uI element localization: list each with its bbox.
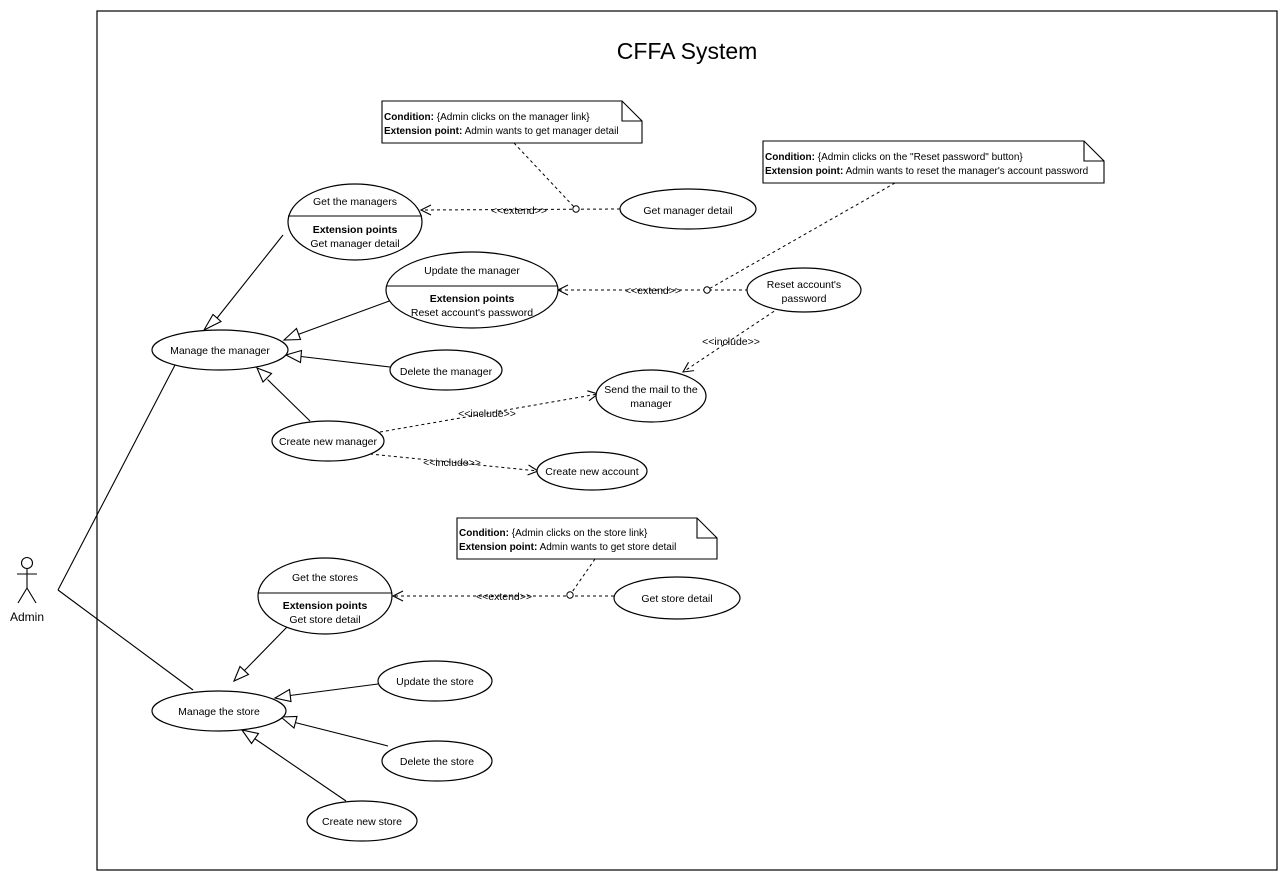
svg-text:Condition: {Admin clicks on th: Condition: {Admin clicks on the "Reset p… bbox=[765, 152, 1023, 163]
generalization-create-manager bbox=[255, 367, 311, 422]
use-case-label-line1: Reset account's bbox=[767, 279, 841, 291]
extension-points-heading: Extension points bbox=[313, 224, 398, 236]
use-case-label: Create new store bbox=[322, 816, 402, 828]
use-case-label: Get store detail bbox=[641, 593, 712, 605]
svg-text:Extension point: Admin wants t: Extension point: Admin wants to reset th… bbox=[765, 166, 1088, 177]
use-case-label: Get manager detail bbox=[643, 205, 732, 217]
extension-points-heading: Extension points bbox=[283, 600, 368, 612]
actor-label: Admin bbox=[10, 610, 44, 624]
svg-text:Extension point: Admin wants t: Extension point: Admin wants to get stor… bbox=[459, 542, 676, 553]
include-create-account bbox=[369, 453, 538, 471]
note-anchor-store-link bbox=[569, 558, 596, 596]
use-case-label: Create new account bbox=[545, 466, 638, 478]
use-case-delete-manager[interactable]: Delete the manager bbox=[389, 349, 503, 391]
note-ext-text: Admin wants to reset the manager's accou… bbox=[843, 166, 1088, 177]
use-case-label-line2: manager bbox=[630, 398, 672, 410]
note-ext-text: Admin wants to get manager detail bbox=[462, 126, 618, 137]
admin-actor[interactable]: Admin bbox=[10, 556, 44, 625]
use-case-update-manager[interactable]: Update the manager Extension points Rese… bbox=[385, 251, 559, 329]
generalization-get-stores bbox=[232, 626, 288, 683]
note-condition-label: Condition: bbox=[765, 152, 815, 163]
use-case-label: Update the manager bbox=[424, 265, 520, 277]
use-case-create-store[interactable]: Create new store bbox=[306, 800, 418, 842]
note-condition-label: Condition: bbox=[384, 112, 434, 123]
note-ext-label: Extension point: bbox=[765, 166, 843, 177]
use-case-label: Get the stores bbox=[292, 572, 358, 584]
generalization-update-manager bbox=[282, 299, 393, 341]
use-case-label-line1: Send the mail to the bbox=[604, 384, 698, 396]
use-case-label: Delete the manager bbox=[400, 366, 493, 378]
use-case-label-line2: password bbox=[782, 293, 827, 305]
use-case-label: Update the store bbox=[396, 676, 474, 688]
use-case-create-account[interactable]: Create new account bbox=[536, 451, 648, 491]
note-manager-link: Condition: {Admin clicks on the manager … bbox=[381, 100, 643, 144]
extend-anchor-manager bbox=[572, 205, 580, 213]
svg-text:Condition: {Admin clicks on th: Condition: {Admin clicks on the store li… bbox=[459, 528, 648, 539]
extend-anchor-store bbox=[566, 591, 574, 599]
use-case-manage-store[interactable]: Manage the store bbox=[151, 690, 287, 732]
note-condition-text: {Admin clicks on the manager link} bbox=[434, 112, 590, 123]
use-case-create-manager[interactable]: Create new manager bbox=[271, 420, 385, 462]
generalization-delete-store bbox=[279, 715, 389, 747]
include-label-send-mail-from-create: <<include>> bbox=[458, 408, 516, 420]
note-ext-label: Extension point: bbox=[459, 542, 537, 553]
include-label-create-account: <<include>> bbox=[423, 457, 481, 469]
note-condition-text: {Admin clicks on the store link} bbox=[509, 528, 648, 539]
generalization-get-managers bbox=[202, 234, 284, 332]
use-case-label: Manage the store bbox=[178, 706, 260, 718]
use-case-get-store-detail[interactable]: Get store detail bbox=[613, 576, 741, 620]
use-case-reset-password[interactable]: Reset account's password bbox=[746, 267, 862, 313]
note-condition-text: {Admin clicks on the "Reset password" bu… bbox=[815, 152, 1023, 163]
association-admin-manage-store bbox=[57, 589, 194, 691]
include-label-send-mail-from-reset: <<include>> bbox=[702, 336, 760, 348]
extend-anchor-reset bbox=[703, 286, 711, 294]
association-admin-manage-manager bbox=[57, 364, 176, 591]
use-case-label: Get the managers bbox=[313, 196, 397, 208]
use-case-delete-store[interactable]: Delete the store bbox=[381, 740, 493, 782]
use-case-get-managers[interactable]: Get the managers Extension points Get ma… bbox=[287, 183, 423, 261]
svg-text:Condition: {Admin clicks on th: Condition: {Admin clicks on the manager … bbox=[384, 112, 590, 123]
extension-points-heading: Extension points bbox=[430, 293, 515, 305]
note-store-link: Condition: {Admin clicks on the store li… bbox=[456, 517, 718, 560]
svg-text:Extension point: Admin wants t: Extension point: Admin wants to get mana… bbox=[384, 126, 619, 137]
extend-label-store-detail: <<extend>> bbox=[476, 591, 532, 603]
use-case-label: Delete the store bbox=[400, 756, 474, 768]
use-case-label: Manage the manager bbox=[170, 345, 270, 357]
note-anchor-reset-password bbox=[706, 182, 896, 291]
system-title: CFFA System bbox=[617, 38, 758, 64]
note-ext-text: Admin wants to get store detail bbox=[537, 542, 676, 553]
use-case-get-manager-detail[interactable]: Get manager detail bbox=[619, 188, 757, 230]
generalization-create-store bbox=[240, 729, 347, 802]
include-create-send-mail bbox=[379, 394, 598, 433]
generalization-update-store bbox=[273, 683, 379, 703]
note-ext-label: Extension point: bbox=[384, 126, 462, 137]
note-reset-password: Condition: {Admin clicks on the "Reset p… bbox=[762, 140, 1105, 184]
use-case-label: Create new manager bbox=[279, 436, 378, 448]
use-case-manage-manager[interactable]: Manage the manager bbox=[151, 329, 289, 371]
use-case-update-store[interactable]: Update the store bbox=[377, 660, 493, 702]
note-condition-label: Condition: bbox=[459, 528, 509, 539]
extend-label-manager-detail: <<extend>> bbox=[491, 205, 547, 217]
extension-point: Reset account's password bbox=[411, 307, 533, 319]
extend-label-reset-password: <<extend>> bbox=[625, 285, 681, 297]
include-reset-send-mail bbox=[683, 307, 780, 372]
generalization-delete-manager bbox=[284, 349, 391, 368]
extension-point: Get store detail bbox=[289, 614, 360, 626]
use-case-get-stores[interactable]: Get the stores Extension points Get stor… bbox=[257, 557, 393, 635]
use-case-send-mail[interactable]: Send the mail to the manager bbox=[595, 369, 707, 423]
extension-point: Get manager detail bbox=[310, 238, 399, 250]
